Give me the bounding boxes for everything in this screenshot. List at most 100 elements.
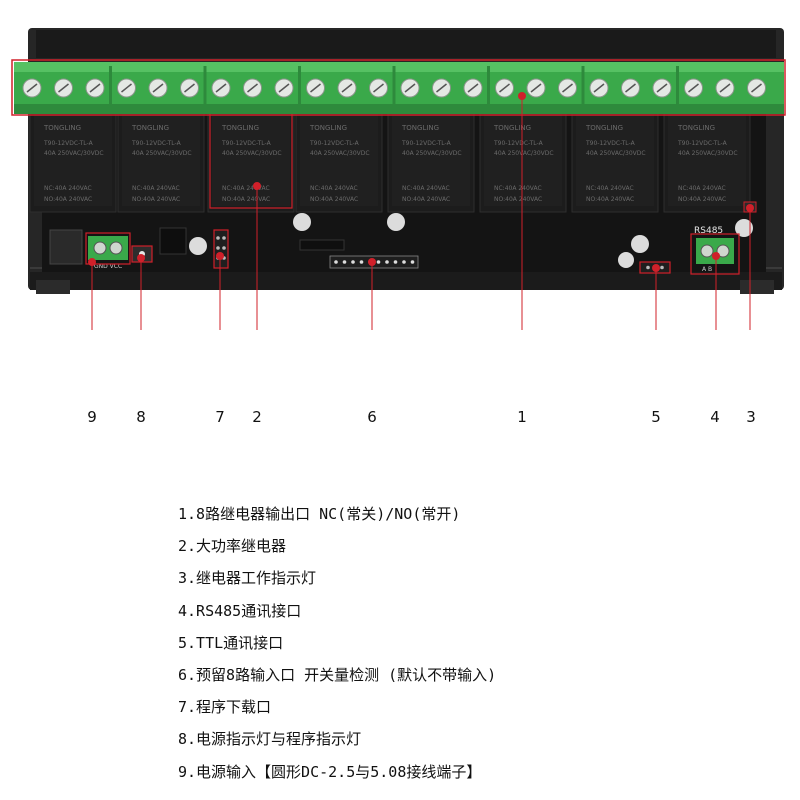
terminal-highlight-box bbox=[11, 59, 786, 116]
relay-print-text: NO:40A 240VAC bbox=[586, 196, 634, 203]
terminal-screw bbox=[652, 78, 672, 98]
dc-jack bbox=[49, 229, 83, 265]
relay-print-text: T90-12VDC-TL-A bbox=[131, 140, 182, 147]
relay-print-text: NO:40A 240VAC bbox=[222, 196, 270, 203]
relay: TONGLING T90-12VDC-TL-A 40A 250VAC/30VDC NC… bbox=[387, 107, 475, 213]
terminal-screw bbox=[306, 78, 325, 98]
relay-print-text: NC:40A 240VAC bbox=[310, 185, 358, 192]
callout-number: 3 bbox=[746, 408, 756, 426]
relay-print-text: NO:40A 240VAC bbox=[310, 196, 358, 203]
terminal-screw bbox=[54, 78, 73, 98]
terminal-screw bbox=[211, 78, 231, 98]
terminal-screw bbox=[117, 78, 136, 98]
relay-print-text: 40A 250VAC/30VDC bbox=[678, 150, 738, 157]
terminal-screw bbox=[495, 78, 514, 98]
legend-item: 1.8路继电器输出口 NC(常关)/NO(常开) bbox=[178, 505, 461, 523]
relay-print-text: NC:40A 240VAC bbox=[402, 185, 450, 192]
relay-print-text: NO:40A 240VAC bbox=[132, 196, 180, 203]
relay-print-text: 40A 250VAC/30VDC bbox=[402, 150, 462, 157]
callout-number: 8 bbox=[136, 408, 146, 426]
legend-item: 8.电源指示灯与程序指示灯 bbox=[178, 730, 362, 749]
relay-print-text: 40A 250VAC/30VDC bbox=[494, 150, 554, 157]
housing-bottom-lip bbox=[30, 272, 782, 290]
relay-print-text: NC:40A 240VAC bbox=[678, 185, 726, 192]
relay-print-text: T90-12VDC-TL-A bbox=[401, 140, 452, 147]
legend-item: 9.电源输入【圆形DC-2.5与5.08接线端子】 bbox=[178, 762, 482, 781]
callout-dot bbox=[712, 252, 720, 260]
relay-print-text: 40A 250VAC/30VDC bbox=[44, 150, 104, 157]
relay-print-text: TONGLING bbox=[493, 124, 531, 132]
relay-bank: TONGLING T90-12VDC-TL-A 40A 250VAC/30VDC NC… bbox=[29, 107, 751, 213]
terminal-screw bbox=[463, 78, 483, 98]
terminal-screw bbox=[747, 78, 766, 98]
relay: TONGLING T90-12VDC-TL-A 40A 250VAC/30VDC NC… bbox=[117, 107, 205, 213]
terminal-screw bbox=[526, 78, 546, 98]
callout-dot bbox=[88, 258, 96, 266]
legend-item: 4.RS485通讯接口 bbox=[178, 601, 302, 620]
capacitor bbox=[618, 252, 634, 268]
relay-print-text: T90-12VDC-TL-A bbox=[309, 140, 360, 147]
terminal-screw bbox=[337, 78, 357, 98]
callout-number: 6 bbox=[367, 408, 377, 426]
terminal-screw bbox=[715, 78, 735, 98]
terminal-screw bbox=[274, 78, 294, 98]
legend-item: 5.TTL通讯接口 bbox=[178, 633, 284, 652]
callout-number: 7 bbox=[215, 408, 225, 426]
terminal-screw bbox=[180, 78, 199, 98]
callout-lines bbox=[88, 92, 754, 330]
relay-print-text: TONGLING bbox=[309, 124, 347, 132]
relay-print-text: TONGLING bbox=[131, 124, 169, 132]
relay-print-text: T90-12VDC-TL-A bbox=[677, 140, 728, 147]
callout-dot bbox=[746, 204, 754, 212]
callout-dot bbox=[652, 264, 660, 272]
capacitor bbox=[293, 213, 311, 231]
legend-item: 7.程序下载口 bbox=[178, 698, 272, 717]
ic-chip bbox=[299, 239, 345, 251]
capacitor bbox=[631, 235, 649, 253]
relay-print-text: T90-12VDC-TL-A bbox=[585, 140, 636, 147]
legend-item: 2.大功率继电器 bbox=[178, 537, 287, 556]
program-download-port bbox=[213, 229, 229, 269]
mcu-chip bbox=[159, 227, 187, 255]
callout-dot bbox=[518, 92, 526, 100]
terminal-screw bbox=[148, 78, 168, 98]
relay-print-text: TONGLING bbox=[585, 124, 623, 132]
terminal-screw bbox=[243, 78, 262, 98]
legend-item: 6.预留8路输入口 开关量检测 (默认不带输入) bbox=[178, 665, 497, 684]
callout-dot bbox=[216, 252, 224, 260]
callout-dot bbox=[137, 254, 145, 262]
relay: TONGLING T90-12VDC-TL-A 40A 250VAC/30VDC NC… bbox=[663, 107, 751, 213]
relay-print-text: NO:40A 240VAC bbox=[678, 196, 726, 203]
terminal-screw bbox=[558, 78, 577, 98]
relay-print-text: NO:40A 240VAC bbox=[402, 196, 450, 203]
relay-board-photo: TONGLING T90-12VDC-TL-A 40A 250VAC/30VDC NC… bbox=[11, 28, 786, 330]
terminal-screw bbox=[432, 78, 451, 98]
terminal-screw bbox=[684, 78, 703, 98]
relay-print-text: TONGLING bbox=[677, 124, 715, 132]
terminal-screw bbox=[369, 78, 388, 98]
terminal-screw bbox=[589, 78, 609, 98]
rs485-pin-label: A B bbox=[702, 266, 712, 273]
legend-list: 1.8路继电器输出口 NC(常关)/NO(常开) 2.大功率继电器 3.继电器工… bbox=[178, 498, 496, 788]
callout-number: 1 bbox=[517, 408, 527, 426]
housing-top-lip bbox=[36, 30, 776, 58]
power-pin-label: GND VCC bbox=[94, 263, 122, 270]
rail-foot-left bbox=[36, 280, 70, 294]
relay-print-text: 40A 250VAC/30VDC bbox=[310, 150, 370, 157]
callout-number: 9 bbox=[87, 408, 97, 426]
relay-print-text: 40A 250VAC/30VDC bbox=[132, 150, 192, 157]
relay-print-text: NC:40A 240VAC bbox=[132, 185, 180, 192]
callout-number: 5 bbox=[651, 408, 661, 426]
relay-print-text: TONGLING bbox=[401, 124, 439, 132]
capacitor bbox=[735, 219, 753, 237]
relay-print-text: 40A 250VAC/30VDC bbox=[222, 150, 282, 157]
terminal-screw bbox=[400, 78, 420, 98]
relay-print-text: NC:40A 240VAC bbox=[494, 185, 542, 192]
callout-number: 2 bbox=[252, 408, 262, 426]
relay-print-text: T90-12VDC-TL-A bbox=[493, 140, 544, 147]
rail-foot-right bbox=[740, 280, 774, 294]
terminal-screw bbox=[621, 78, 640, 98]
relay-print-text: NC:40A 240VAC bbox=[222, 185, 270, 192]
